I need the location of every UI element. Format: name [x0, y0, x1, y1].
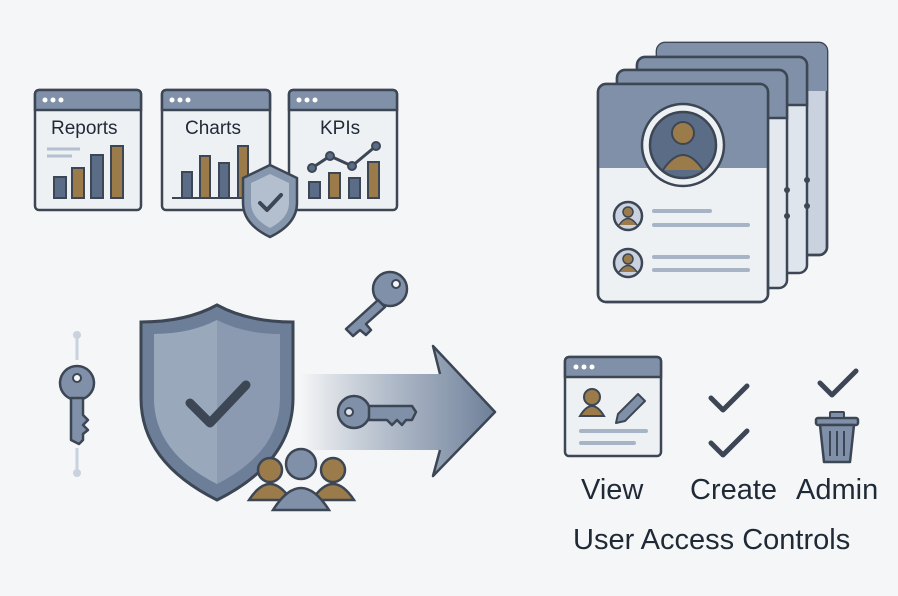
dashboard-title-reports: Reports [51, 118, 118, 139]
shield-check-icon [139, 303, 295, 502]
dashboard-window-charts [160, 88, 272, 212]
view-window-edit-user-icon [563, 355, 663, 458]
key-icon-vertical [58, 331, 96, 477]
arrow-right-icon [300, 344, 497, 478]
dashboard-title-kpis: KPIs [320, 118, 361, 139]
key-icon-horizontal [336, 394, 418, 430]
user-group-icon [246, 447, 357, 512]
trash-icon [814, 411, 860, 464]
check-icon [708, 368, 859, 458]
permission-label-admin: Admin [796, 474, 879, 506]
permission-label-view: View [581, 474, 644, 506]
line-chart-icon [307, 141, 381, 199]
small-shield-check-icon [241, 163, 299, 239]
dashboard-window-kpis [287, 88, 399, 212]
dashboard-window-reports [33, 88, 143, 212]
dashboard-title-charts: Charts [185, 118, 241, 139]
user-profile-card-stack [596, 41, 829, 304]
bar-chart-icon [53, 145, 124, 199]
user-avatar-icon [640, 102, 726, 188]
key-icon-diagonal [344, 270, 409, 338]
permission-label-create: Create [690, 474, 778, 506]
diagram-caption: User Access Controls [573, 524, 851, 556]
user-row-avatar-icon [612, 200, 644, 279]
